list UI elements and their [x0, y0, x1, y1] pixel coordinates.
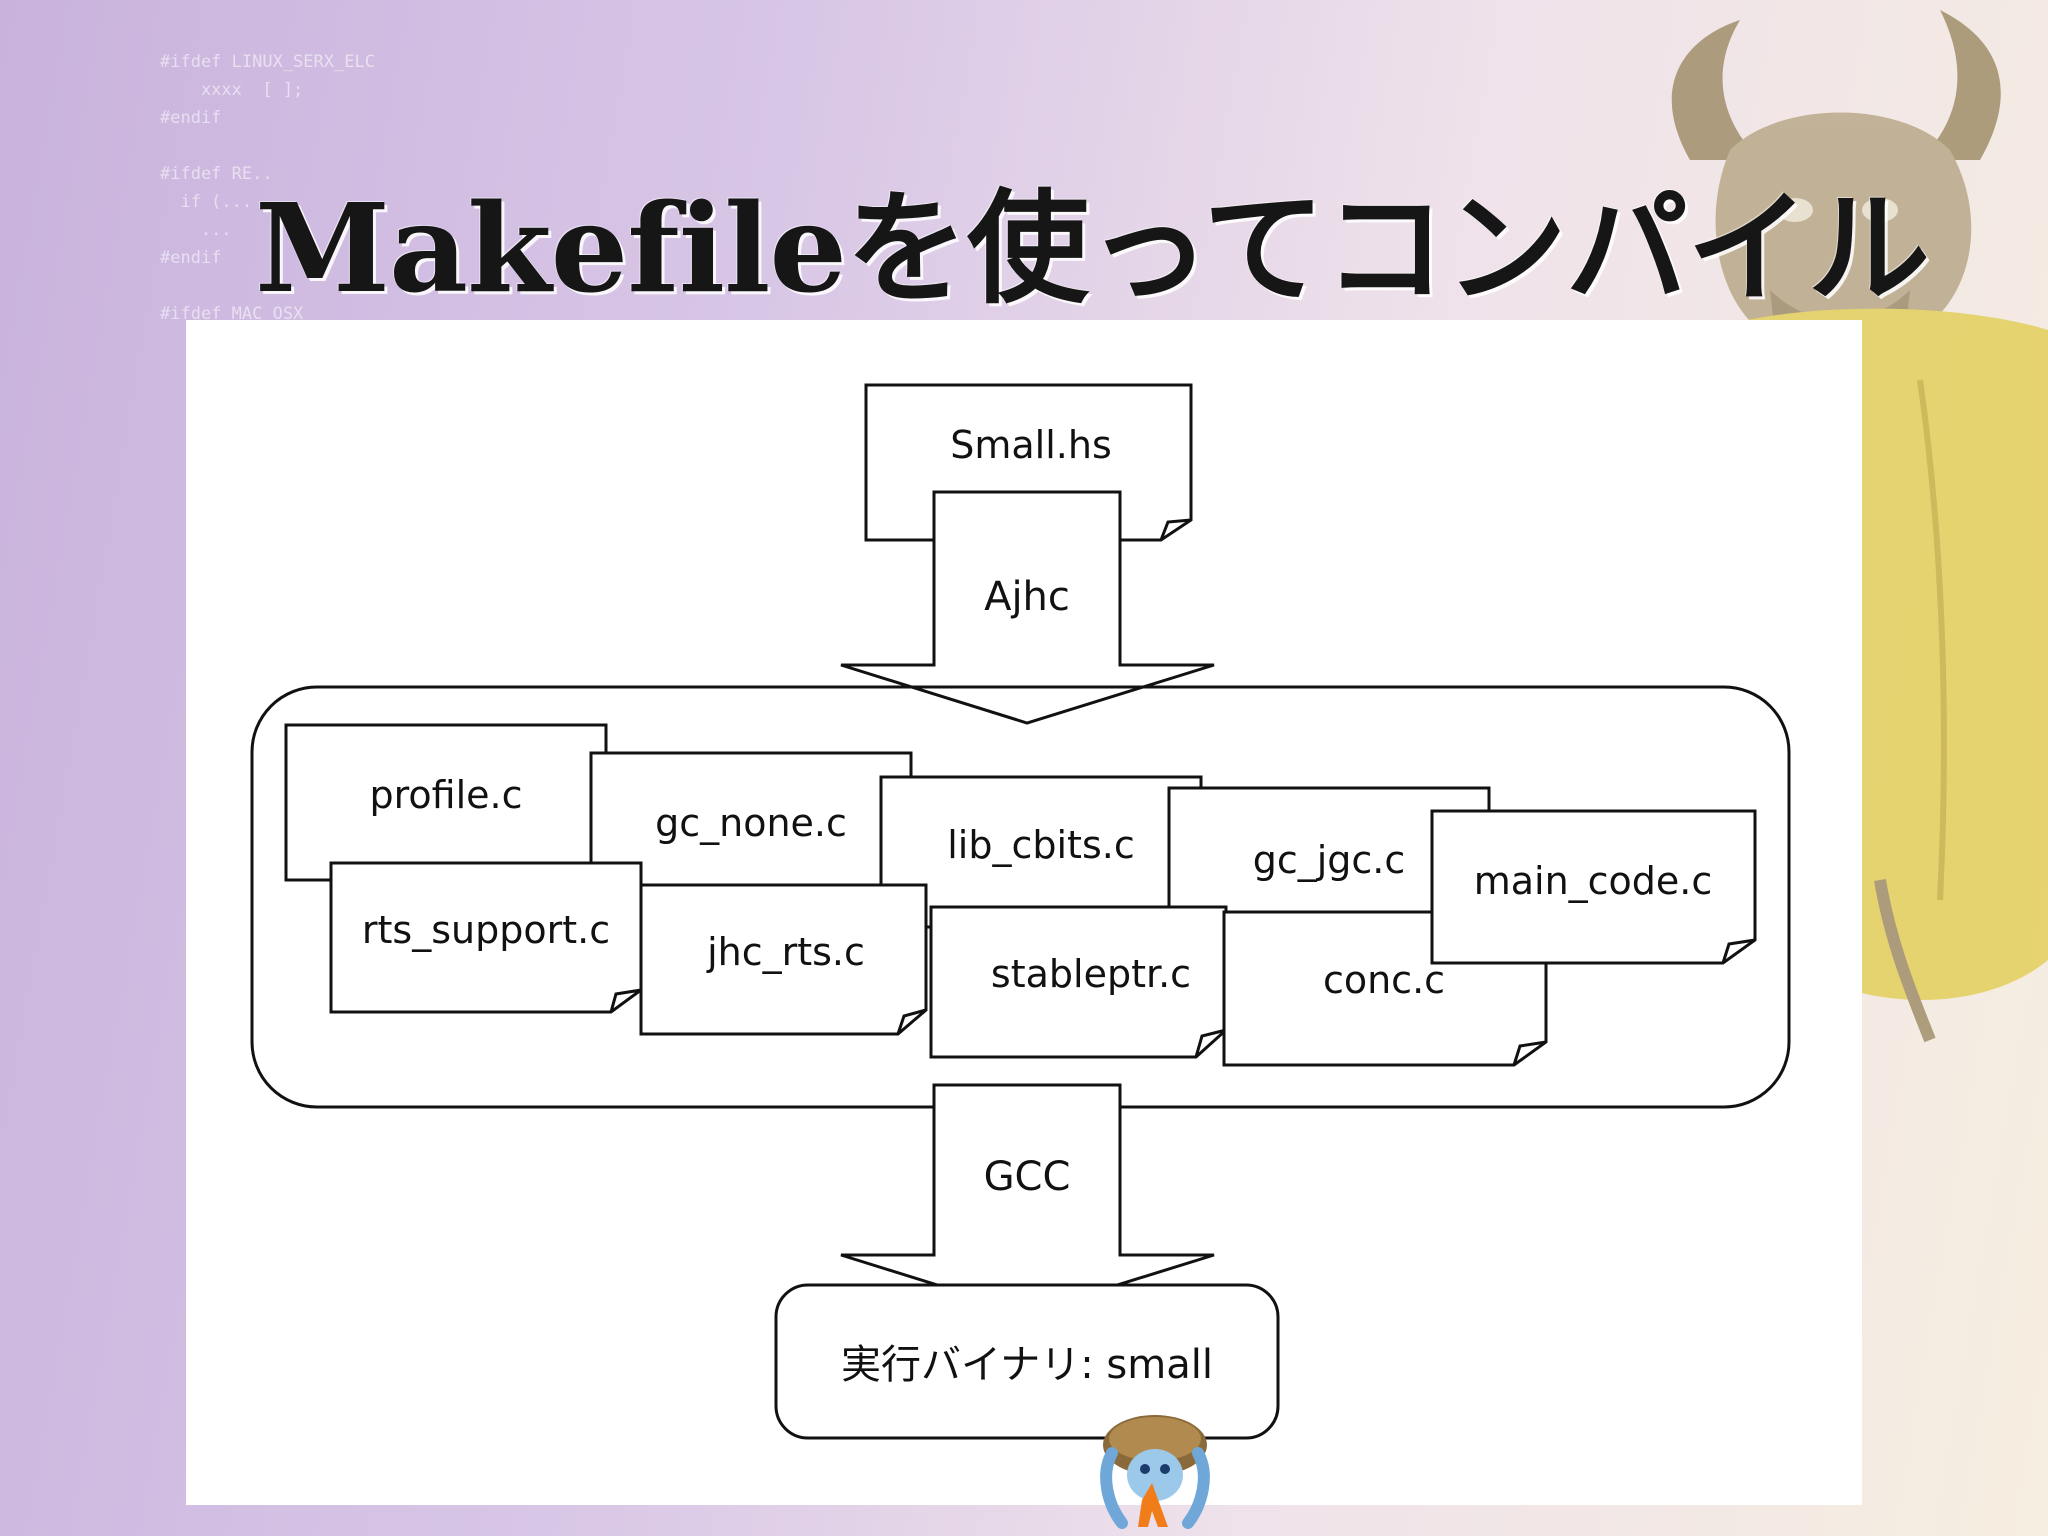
background-code: #ifdef LINUX_SERX_ELC xxxx [ ]; #endif #…: [160, 52, 375, 324]
file-label: profile.c: [369, 773, 522, 817]
gcc-label: GCC: [984, 1154, 1071, 1200]
file-label: rts_support.c: [362, 908, 610, 952]
output-binary-node: 実行バイナリ: small: [774, 1283, 1280, 1440]
gcc-arrow: GCC: [840, 1083, 1215, 1315]
file-label: gc_jgc.c: [1253, 838, 1406, 882]
file-label: jhc_rts.c: [706, 930, 865, 974]
file-label: lib_cbits.c: [947, 823, 1134, 867]
haskell-turtle-mascot-icon: [1100, 1415, 1210, 1529]
file-node: profile.c: [284, 723, 608, 882]
file-label: main_code.c: [1474, 859, 1713, 903]
file-node: rts_support.c: [329, 861, 643, 1014]
file-label: stableptr.c: [991, 952, 1191, 996]
build-flow-diagram: Small.hs Ajhc profile.c gc_none.c lib_cb…: [250, 383, 1791, 1440]
file-node: main_code.c: [1430, 809, 1757, 965]
file-node: stableptr.c: [929, 905, 1228, 1059]
file-node: lib_cbits.c: [879, 775, 1203, 929]
output-binary-label: 実行バイナリ: small: [841, 1342, 1213, 1388]
file-node: jhc_rts.c: [639, 883, 928, 1036]
diagram-panel: Small.hs Ajhc profile.c gc_none.c lib_cb…: [186, 320, 1862, 1505]
ajhc-label: Ajhc: [984, 574, 1070, 620]
file-label: conc.c: [1323, 958, 1445, 1002]
file-node: gc_none.c: [589, 751, 913, 905]
slide-title: Makefileを使ってコンパイル: [255, 175, 1930, 320]
source-file-label: Small.hs: [950, 423, 1112, 467]
file-label: gc_none.c: [655, 801, 847, 845]
ajhc-arrow: Ajhc: [840, 490, 1215, 725]
